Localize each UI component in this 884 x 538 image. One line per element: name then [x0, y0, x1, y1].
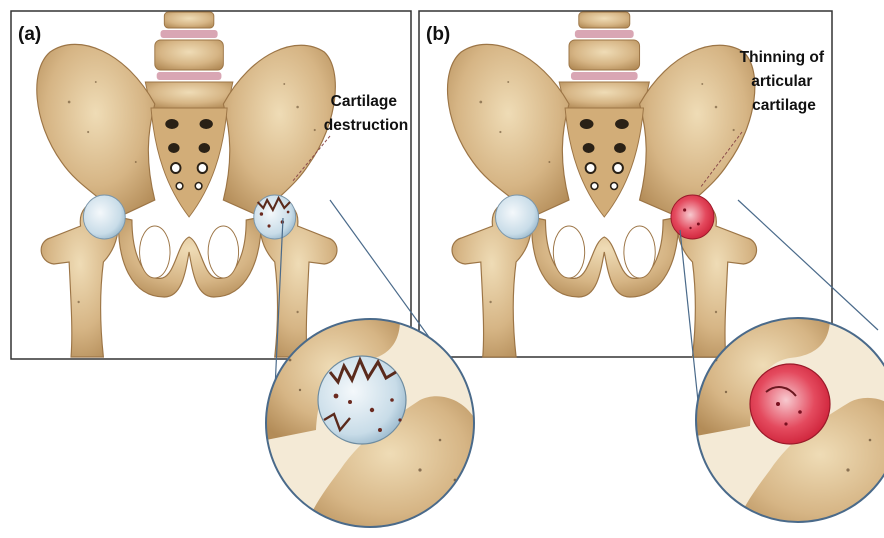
annotation-a-line-2: destruction — [324, 117, 408, 134]
annotation-b-line-1: Thinning of — [740, 49, 825, 66]
right-hip-cartilage-thinned-b — [671, 195, 714, 239]
annotation-a-line-1: Cartilage — [331, 93, 398, 110]
panel-b-annotation: Thinning of articular cartilage — [740, 49, 829, 114]
left-hip-cartilage-normal-a — [83, 195, 125, 239]
panel-b: (b) Thinning of articular cartilage — [419, 11, 832, 357]
annotation-b-line-2: articular — [751, 73, 812, 90]
panel-a: (a) Cartilage destruction — [11, 11, 411, 359]
right-hip-cartilage-destroyed-a — [254, 195, 296, 239]
panel-a-label: (a) — [18, 24, 41, 45]
panel-b-label: (b) — [426, 24, 450, 45]
left-hip-cartilage-normal-b — [496, 195, 539, 239]
annotation-b-line-3: cartilage — [752, 97, 816, 114]
zoom-inset-b — [696, 318, 884, 538]
